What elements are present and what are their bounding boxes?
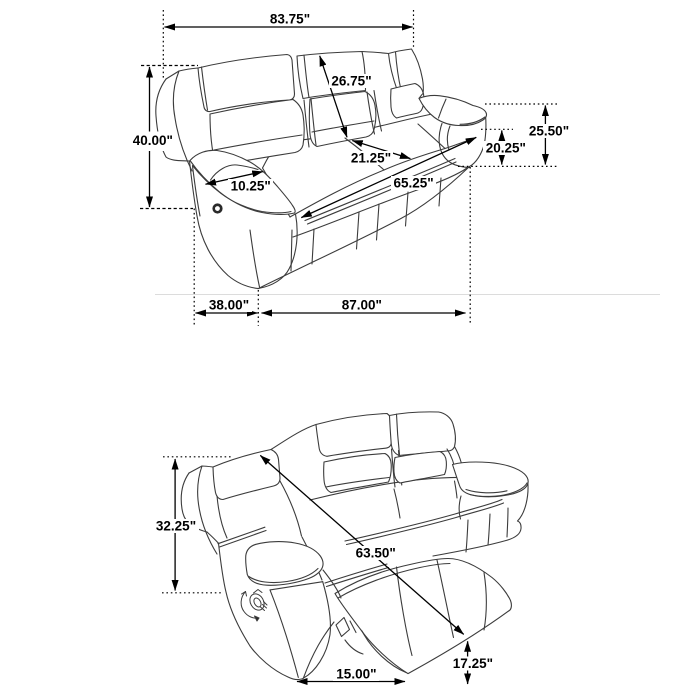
- svg-text:20.25": 20.25": [486, 141, 526, 156]
- svg-text:40.00": 40.00": [133, 133, 173, 148]
- svg-text:10.25": 10.25": [231, 179, 271, 194]
- svg-text:87.00": 87.00": [342, 298, 382, 313]
- svg-text:63.50": 63.50": [356, 546, 396, 561]
- svg-text:65.25": 65.25": [394, 176, 434, 191]
- svg-text:25.50": 25.50": [529, 124, 569, 139]
- svg-text:83.75": 83.75": [270, 12, 310, 27]
- svg-text:15.00": 15.00": [336, 667, 376, 682]
- svg-text:32.25": 32.25": [156, 519, 196, 534]
- svg-text:21.25": 21.25": [351, 151, 391, 166]
- svg-text:26.75": 26.75": [331, 74, 371, 89]
- svg-text:38.00": 38.00": [209, 298, 249, 313]
- svg-text:17.25": 17.25": [453, 656, 493, 671]
